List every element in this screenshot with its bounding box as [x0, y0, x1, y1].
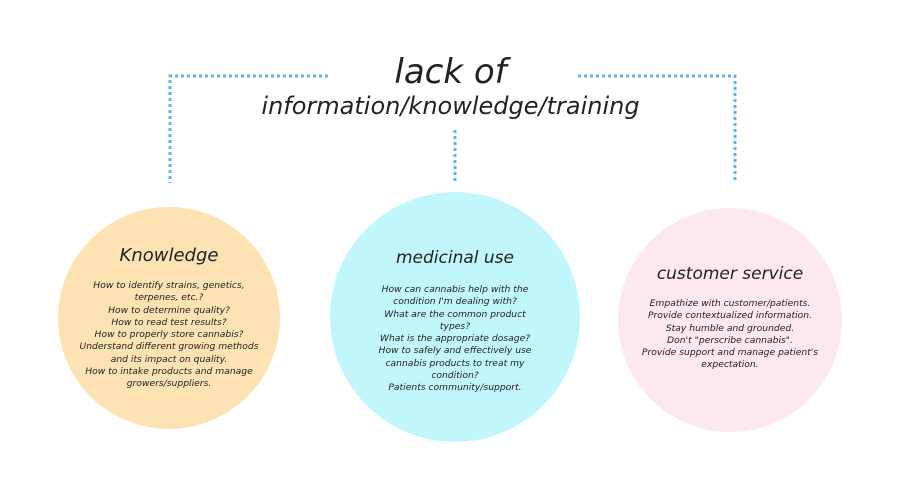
- node-item: Understand different growing methods and…: [79, 341, 259, 365]
- node-item-list: How can cannabis help with the condition…: [370, 284, 540, 395]
- node-heading: Knowledge: [119, 245, 219, 266]
- title-line2: information/knowledge/training: [261, 92, 640, 120]
- node-item: Provide contextualized information.: [647, 310, 813, 322]
- connector-left: [168, 74, 328, 183]
- node-item: What is the appropriate dosage?: [379, 333, 531, 345]
- node-item: Provide support and manage patient's exp…: [641, 347, 819, 371]
- node-item: How to read test results?: [111, 316, 227, 328]
- node-heading: medicinal use: [395, 248, 514, 268]
- node-knowledge: Knowledge How to identify strains, genet…: [58, 207, 280, 429]
- node-item: How to identify strains, genetics, terpe…: [93, 280, 245, 304]
- node-item: Patients community/support.: [388, 382, 522, 394]
- node-medicinal-use: medicinal use How can cannabis help with…: [330, 192, 580, 442]
- node-item: Stay humble and grounded.: [665, 322, 795, 334]
- node-item: Empathize with customer/patients.: [649, 298, 811, 309]
- node-item: How to intake products and manage grower…: [85, 366, 253, 390]
- node-item: How to properly store cannabis?: [94, 329, 244, 341]
- node-item: How to safely and effectively use cannab…: [378, 345, 532, 382]
- node-customer-service: customer service Empathize with customer…: [618, 208, 842, 432]
- title-line1: lack of: [394, 52, 507, 92]
- node-item: Don't "perscribe cannabis".: [667, 334, 793, 346]
- node-item-list: How to identify strains, genetics, terpe…: [79, 280, 259, 391]
- node-item: How can cannabis help with the condition…: [381, 284, 529, 308]
- connector-right: [578, 74, 737, 183]
- node-item-list: Empathize with customer/patients. Provid…: [640, 298, 820, 372]
- node-item: How to determine quality?: [108, 304, 230, 316]
- node-heading: customer service: [656, 264, 804, 284]
- node-item: What are the common product types?: [384, 308, 526, 332]
